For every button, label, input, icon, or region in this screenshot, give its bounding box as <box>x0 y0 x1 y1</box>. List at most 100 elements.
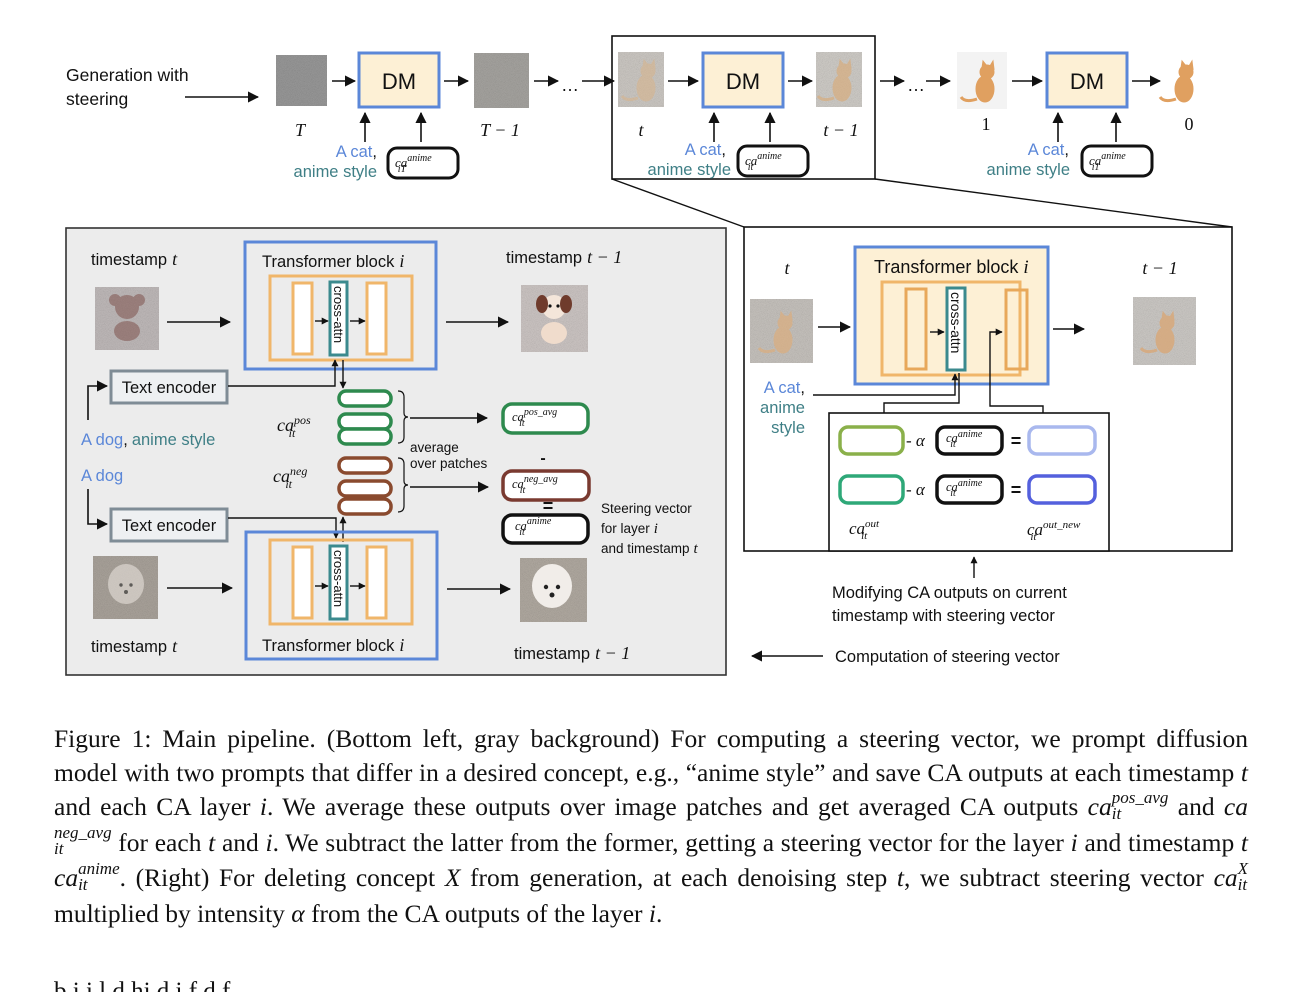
ellipsis-2: … <box>907 75 925 95</box>
layer-block <box>291 281 314 356</box>
noise-image-T-minus-1 <box>474 53 529 108</box>
right-cross-attn-block <box>945 286 967 372</box>
right-t-label: t <box>784 258 790 278</box>
ca-pos-avg-box <box>501 402 590 435</box>
equals-row1: = <box>1011 431 1022 451</box>
step-label-T-minus-1: T − 1 <box>480 120 520 140</box>
steering-vector-desc-line1: Steering vector <box>601 501 692 516</box>
figure-caption: Figure 1: Main pipeline. (Bottom left, g… <box>54 722 1248 931</box>
zoom-connector-right <box>874 178 1233 228</box>
ca-out-new-patch-2 <box>1027 474 1097 505</box>
step-label-t: t <box>638 120 644 140</box>
math-t: t <box>1240 758 1248 787</box>
average-label-line2: over patches <box>410 456 488 471</box>
minus-alpha-1: - α <box>906 431 926 450</box>
step-label-1: 1 <box>982 114 991 134</box>
gray-panel-background <box>65 227 727 676</box>
average-label-line1: average <box>410 440 459 455</box>
neg-prompt-to-encoder-arrow <box>87 489 109 530</box>
layer-block <box>365 281 388 356</box>
right-cross-attn-label: cross-attn <box>948 292 964 353</box>
prompt-anime-style-3: anime style <box>987 161 1070 179</box>
pos-brace <box>397 390 409 444</box>
dm-label-1: DM <box>382 69 416 94</box>
figure-label: Figure 1: <box>54 724 152 753</box>
cross-attn-label-top: cross-attn <box>331 286 346 343</box>
step-label-0: 0 <box>1185 114 1194 134</box>
caption-text: . (Right) For deleting concept <box>119 863 445 893</box>
steering-vector-box-T <box>386 146 460 180</box>
caption-text: and <box>215 827 266 857</box>
prompt-anime-style-2: anime style <box>648 161 731 179</box>
orange-layer-frame-top <box>268 274 414 362</box>
right-orange-frame <box>880 280 1022 377</box>
math-ca: ca <box>1223 792 1248 821</box>
text-encoder-label-bottom: Text encoder <box>122 517 217 535</box>
math-i: i <box>259 792 267 821</box>
layer-block <box>904 287 928 371</box>
prompt-a-cat-2: A cat, <box>685 141 726 159</box>
steering-vector-result-box <box>501 513 590 545</box>
dog-figure <box>109 294 145 341</box>
right-prompt-line1: A cat, <box>764 379 805 397</box>
top-generation-row: Generation with steering DM … T T − 1 A … <box>66 35 1233 228</box>
modify-annotation-line2: timestamp with steering vector <box>832 607 1055 625</box>
modified-output-return-arrow <box>989 328 1044 420</box>
prompt-a-cat-3: A cat, <box>1028 141 1069 159</box>
equals-sign: = <box>543 496 554 516</box>
dm-box-3 <box>1045 51 1129 109</box>
ca-out-patch-1 <box>838 425 905 456</box>
caption-text: from generation, at each denoising step <box>460 863 897 893</box>
prompt-a-cat-1: A cat, <box>336 143 377 161</box>
caption-text: and <box>1168 792 1224 821</box>
ca-neg-patch <box>337 497 393 516</box>
caption-text: Main pipeline. (Bottom left, gray backgr… <box>54 724 1248 787</box>
text-encoder-bottom <box>109 507 229 543</box>
generation-label-line1: Generation with <box>66 65 189 85</box>
caption-text: . We subtract the latter from the former… <box>272 827 1071 857</box>
next-paragraph-fragment: b i i l d hi d i f d f <box>54 978 231 992</box>
math-t: t <box>208 827 216 857</box>
math-i: i <box>1070 827 1078 857</box>
caption-text: multiplied by intensity <box>54 898 292 928</box>
neg-brace <box>397 457 409 513</box>
math-i: i <box>648 898 656 928</box>
math-ca: ca <box>54 863 79 893</box>
minus-alpha-2: - α <box>906 480 926 499</box>
noise-image-T <box>276 55 327 106</box>
minus-sign: - <box>540 450 545 467</box>
caption-text: . We average these outputs over image pa… <box>266 792 1088 821</box>
poodle-figure <box>108 564 144 604</box>
modify-annotation-line1: Modifying CA outputs on current <box>832 584 1067 602</box>
pipeline-diagram: Generation with steering DM … T T − 1 A … <box>65 35 1233 676</box>
prompt-to-encoder-arrow <box>87 380 109 420</box>
computation-annotation: Computation of steering vector <box>835 648 1060 666</box>
ca-pos-patch <box>337 427 393 446</box>
caption-text: from the CA outputs of the layer <box>304 898 649 928</box>
dm-label-3: DM <box>1070 69 1104 94</box>
math-t: t <box>1240 827 1249 857</box>
step-label-t-minus-1: t − 1 <box>823 120 858 140</box>
text-encoder-top <box>109 369 229 405</box>
prompt-anime-style-1: anime style <box>294 163 377 181</box>
math-ca: ca <box>1087 792 1112 821</box>
encoder-to-cross-attn-arrow <box>228 359 339 387</box>
